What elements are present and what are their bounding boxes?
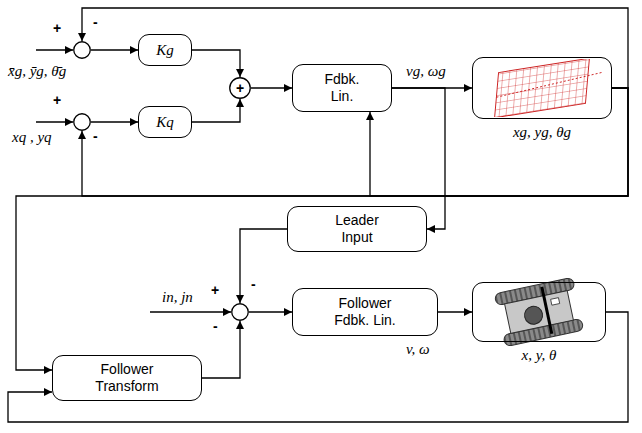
process-box: Follower Fdbk. Lin. (292, 288, 438, 336)
process-box: Fdbk. Lin. (292, 64, 392, 112)
process-box: Leader Input (287, 206, 427, 252)
robot-axle (542, 287, 552, 334)
state-label: x, y, θ (473, 346, 605, 364)
plant-box: x, y, θ (472, 282, 606, 342)
sign: + (53, 21, 61, 35)
robot-sensor (551, 298, 560, 306)
sign: - (93, 129, 98, 143)
junction-outline (231, 303, 249, 321)
box-label: Kq (156, 113, 174, 131)
box-label: Kg (156, 41, 174, 59)
summing-junction: + (229, 77, 251, 99)
signal-connector (91, 121, 138, 122)
junction-outline (73, 41, 91, 59)
signal-connector (91, 49, 138, 50)
grid-mesh (495, 59, 590, 117)
junction-circle (230, 78, 251, 99)
grid-illustration (495, 59, 604, 117)
junction-circle (74, 42, 91, 59)
sign: + (211, 283, 219, 297)
signal-connector (249, 311, 292, 312)
input-arrow (150, 311, 231, 312)
robot-body (505, 291, 574, 334)
signal-label: in, jn (160, 288, 195, 306)
robot-illustration (494, 277, 583, 346)
signal-connector (192, 50, 240, 77)
signal-connector (202, 321, 240, 378)
sign: + (236, 81, 244, 95)
box-label: Leader Input (327, 212, 387, 246)
signal-label: v, ω (404, 340, 432, 358)
box-label: Follower Transform (90, 361, 165, 395)
grid-axis (496, 72, 601, 97)
state-label: xg, yg, θg (473, 123, 611, 141)
connector-layer (8, 8, 628, 422)
box-label: Fdbk. Lin. (317, 71, 367, 105)
sign: + (53, 93, 61, 107)
junction-outline (73, 113, 91, 131)
signal-label: xq , yq (10, 128, 54, 146)
robot-hub (523, 305, 544, 326)
sign: - (93, 15, 98, 29)
process-box: Follower Transform (52, 355, 202, 401)
summing-junction: +- (73, 41, 91, 59)
process-box: Kq (138, 106, 192, 138)
process-box: Kg (138, 34, 192, 66)
signal-connector (16, 88, 628, 370)
junction-circle (232, 304, 249, 321)
signal-label: vg, ωg (404, 62, 448, 80)
summing-junction: +- (73, 113, 91, 131)
box-label: Follower Fdbk. Lin. (325, 295, 405, 329)
signal-connector (370, 88, 628, 196)
signal-connector (438, 311, 472, 312)
signal-label: x̄g, ȳg, θ̄g (6, 62, 68, 80)
summing-junction: +-- (231, 303, 249, 321)
signal-connector (240, 229, 287, 303)
signal-connector (251, 87, 292, 88)
signal-connector (192, 99, 240, 122)
input-arrow (36, 49, 73, 50)
sign: - (213, 319, 218, 333)
input-arrow (36, 121, 73, 122)
junction-circle (74, 114, 91, 131)
sign: - (251, 277, 256, 291)
plant-box: xg, yg, θg (472, 57, 612, 119)
